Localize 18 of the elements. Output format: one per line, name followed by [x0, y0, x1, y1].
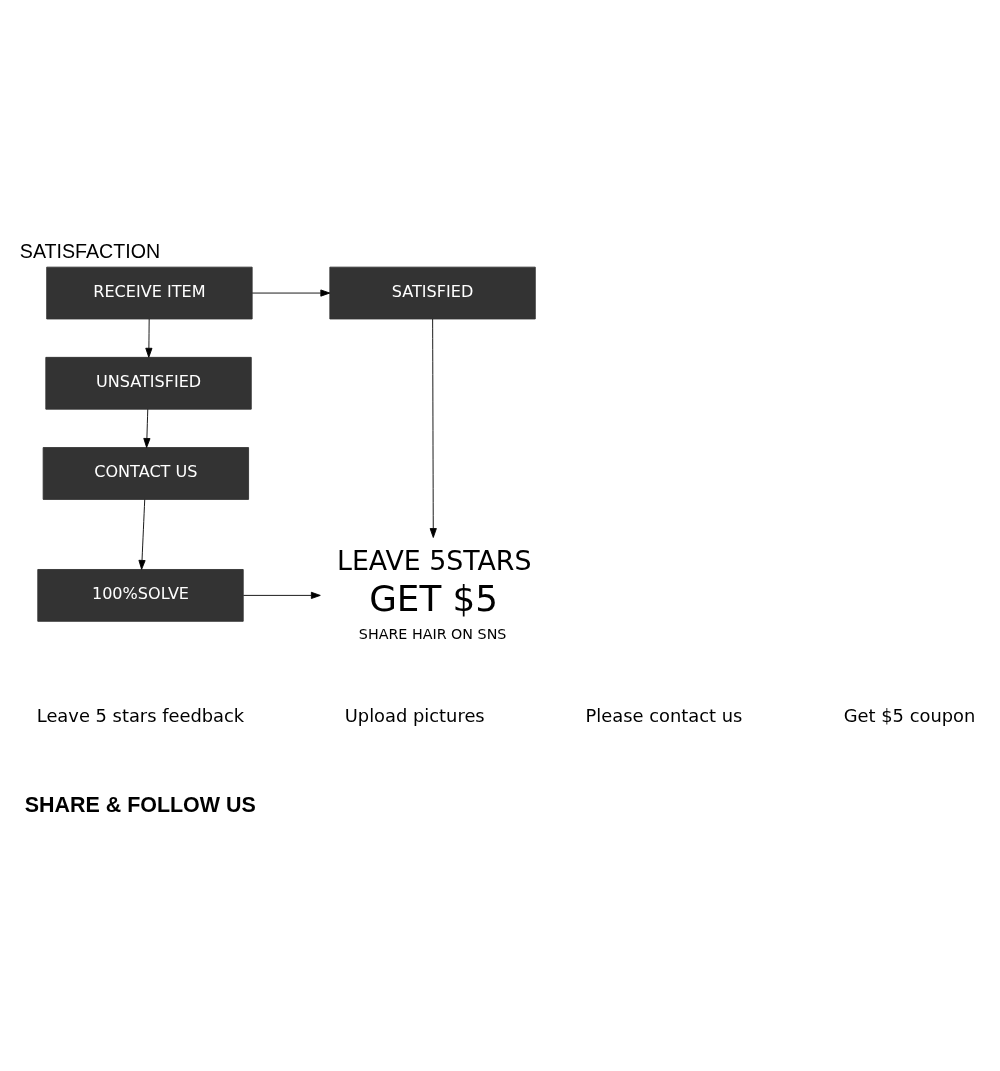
- label: Upload pictures: [344, 704, 485, 726]
- arrow: [143, 408, 151, 448]
- arrow: [251, 289, 331, 297]
- node-box: CONTACT US: [42, 446, 249, 500]
- label: Leave 5 stars feedback: [36, 704, 245, 726]
- arrow: [429, 318, 437, 538]
- arrow: [145, 318, 153, 358]
- node-box: RECEIVE ITEM: [46, 266, 253, 319]
- node-box: 100%SOLVE: [37, 568, 244, 622]
- diagram-title: SATISFACTION: [19, 239, 161, 262]
- label: SHARE & FOLLOW US: [24, 792, 256, 817]
- node-text: LEAVE 5STARS GET $5 SHARE HAIR ON SNS: [337, 543, 532, 642]
- label: Please contact us: [585, 704, 743, 726]
- arrow: [138, 498, 146, 570]
- node-box: SATISFIED: [329, 266, 536, 319]
- label: Get $5 coupon: [843, 704, 976, 726]
- arrow: [243, 591, 321, 599]
- node-box: UNSATISFIED: [45, 356, 252, 410]
